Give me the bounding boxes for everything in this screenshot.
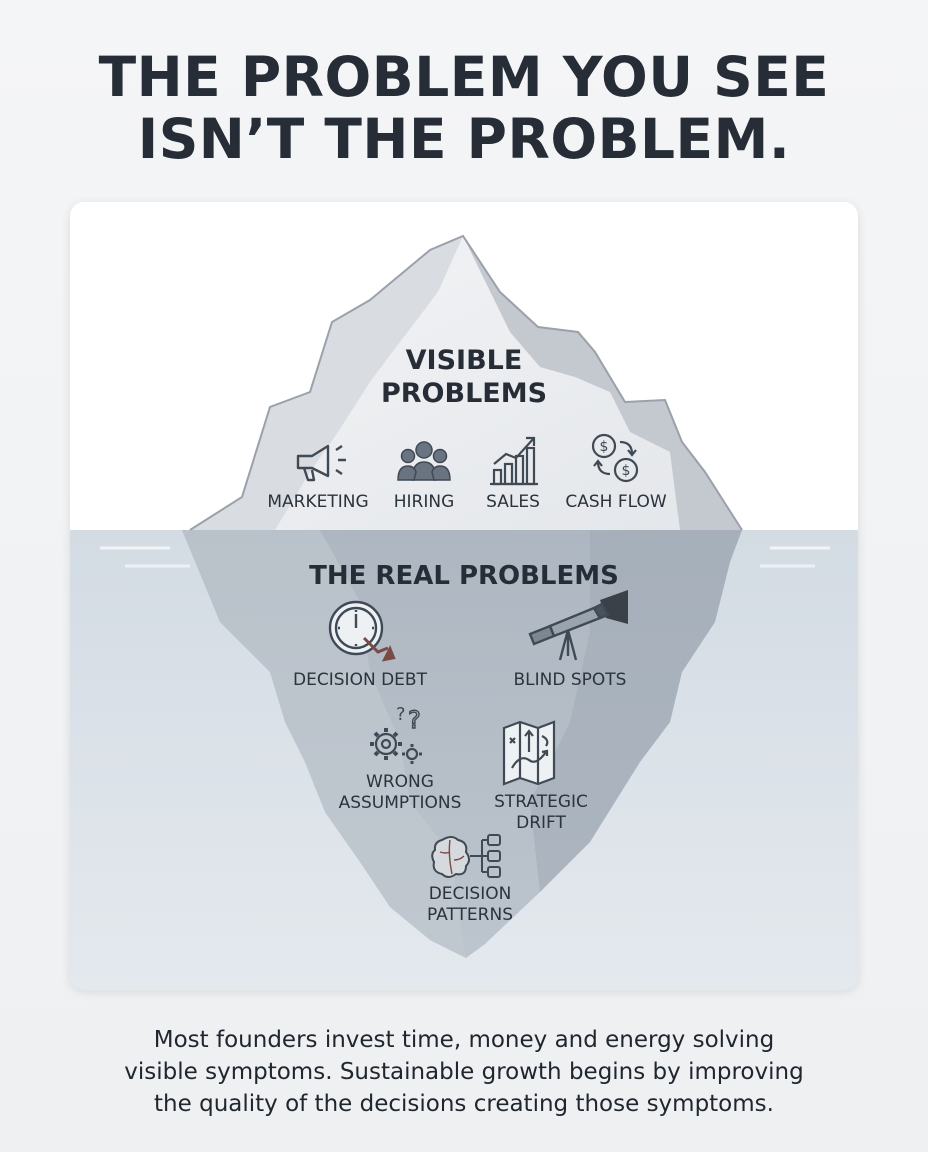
decision-debt-label: DECISION DEBT: [293, 670, 427, 690]
strategic-drift-line-2: DRIFT: [516, 813, 566, 833]
wrong-assumptions-line-2: ASSUMPTIONS: [338, 793, 462, 813]
caption-line-1: Most founders invest time, money and ene…: [153, 1027, 775, 1053]
iceberg-card: $ $ ?: [70, 202, 858, 990]
caption-line-2: visible symptoms. Sustainable growth beg…: [124, 1059, 804, 1085]
visible-item-hiring: HIRING: [393, 492, 455, 512]
blind-spots-label: BLIND SPOTS: [513, 670, 627, 690]
visible-problems-heading: VISIBLE PROBLEMS: [340, 344, 588, 410]
svg-text:?: ?: [396, 704, 406, 725]
clock-decline-icon: [328, 600, 396, 662]
real-item-decision-debt: DECISION DEBT: [270, 670, 450, 691]
visible-heading-line-1: VISIBLE: [405, 345, 523, 376]
map-icon: [502, 720, 556, 786]
visible-item-marketing: MARKETING: [267, 492, 369, 512]
real-item-wrong-assumptions: WRONG ASSUMPTIONS: [320, 772, 480, 814]
real-item-decision-patterns: DECISION PATTERNS: [390, 884, 550, 926]
svg-text:?: ?: [408, 706, 421, 734]
real-item-strategic-drift: STRATEGIC DRIFT: [472, 792, 610, 834]
wrong-assumptions-line-1: WRONG: [366, 772, 434, 792]
visible-heading-line-2: PROBLEMS: [380, 378, 548, 409]
gears-question-icon: ? ?: [370, 704, 422, 764]
visible-item-cash-flow: CASH FLOW: [565, 492, 667, 512]
svg-text:$: $: [622, 463, 631, 479]
decision-patterns-line-1: DECISION: [428, 884, 512, 904]
iceberg-underwater-facet-right: [530, 530, 742, 892]
people-icon: [397, 441, 451, 481]
cash-flow-icon: $ $: [591, 433, 639, 483]
iceberg-tip-shadow-left: [190, 236, 463, 530]
headline: THE PROBLEM YOU SEE ISN’T THE PROBLEM.: [0, 46, 928, 170]
iceberg-tip-edge: [189, 234, 743, 531]
caption-line-3: the quality of the decisions creating th…: [154, 1091, 774, 1117]
real-item-blind-spots: BLIND SPOTS: [490, 670, 650, 691]
brain-network-icon: [431, 834, 501, 878]
iceberg-illustration: $ $ ?: [70, 202, 858, 990]
megaphone-icon: [296, 444, 346, 482]
strategic-drift-line-1: STRATEGIC: [494, 792, 588, 812]
iceberg-underwater-facet: [182, 530, 466, 958]
decision-patterns-line-2: PATTERNS: [426, 905, 513, 925]
svg-text:$: $: [600, 439, 609, 455]
headline-line-1: THE PROBLEM YOU SEE: [98, 45, 830, 109]
visible-item-sales: SALES: [486, 492, 540, 512]
iceberg-tip-shadow-right: [463, 236, 742, 530]
headline-line-2: ISN’T THE PROBLEM.: [137, 107, 791, 171]
real-problems-heading: THE REAL PROBLEMS: [309, 561, 619, 591]
telescope-icon: [528, 590, 628, 661]
bar-growth-icon: [490, 436, 538, 486]
caption: Most founders invest time, money and ene…: [40, 1024, 888, 1120]
